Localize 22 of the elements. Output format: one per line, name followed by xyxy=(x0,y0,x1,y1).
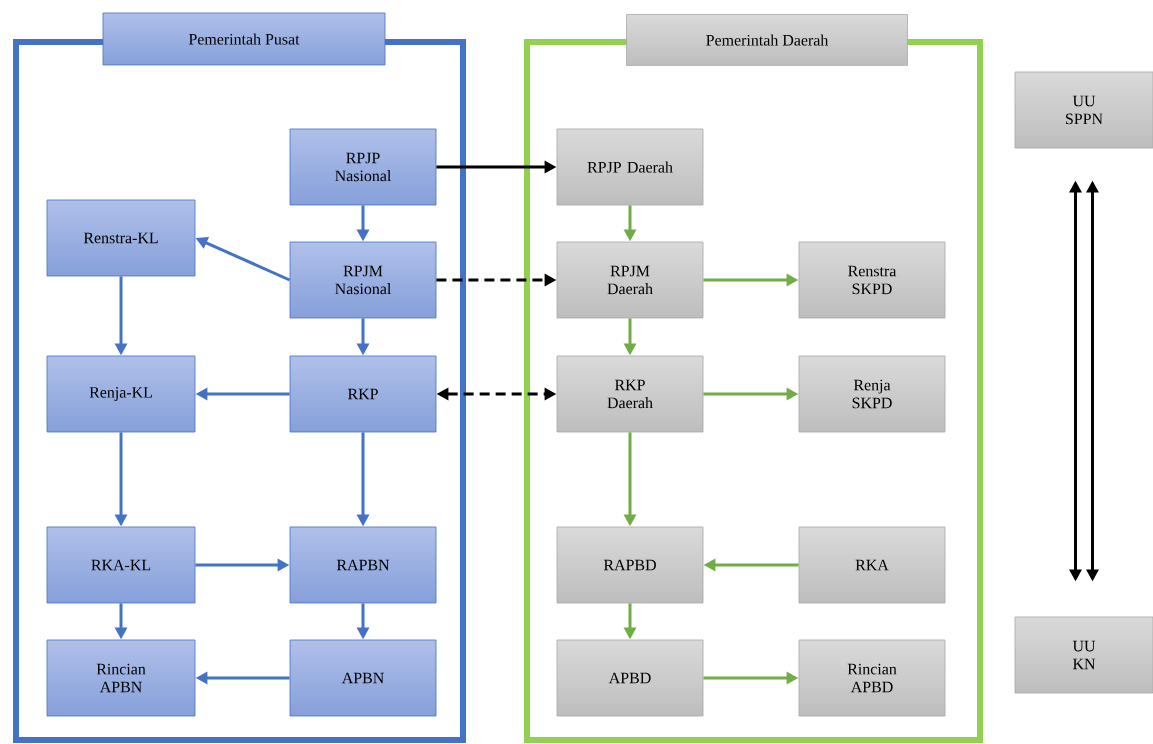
process-box: APBN xyxy=(289,639,437,717)
process-box: RAPBN xyxy=(289,526,437,604)
process-box: RKP Daerah xyxy=(556,355,704,433)
process-box: UU KN xyxy=(1014,616,1153,694)
process-box: Rincian APBN xyxy=(46,639,196,717)
header-box: Pemerintah Pusat xyxy=(102,12,386,66)
process-box: RKP xyxy=(289,355,437,433)
process-box: APBD xyxy=(556,639,704,717)
process-box: RAPBD xyxy=(556,526,704,604)
process-box: Renstra-KL xyxy=(46,199,196,277)
process-box: RKA xyxy=(798,526,946,604)
process-box: RKA-KL xyxy=(46,526,196,604)
process-box: Rincian APBD xyxy=(798,639,946,717)
process-box: RPJM Nasional xyxy=(289,241,437,319)
process-box: Renja-KL xyxy=(46,355,196,433)
header-box: Pemerintah Daerah xyxy=(626,14,908,66)
process-box: RPJP Nasional xyxy=(289,128,437,206)
process-box: RPJP Daerah xyxy=(556,128,704,206)
process-box: RPJM Daerah xyxy=(556,241,704,319)
process-box: Renja SKPD xyxy=(798,355,946,433)
process-box: UU SPPN xyxy=(1014,71,1153,149)
process-box: Renstra SKPD xyxy=(798,241,946,319)
